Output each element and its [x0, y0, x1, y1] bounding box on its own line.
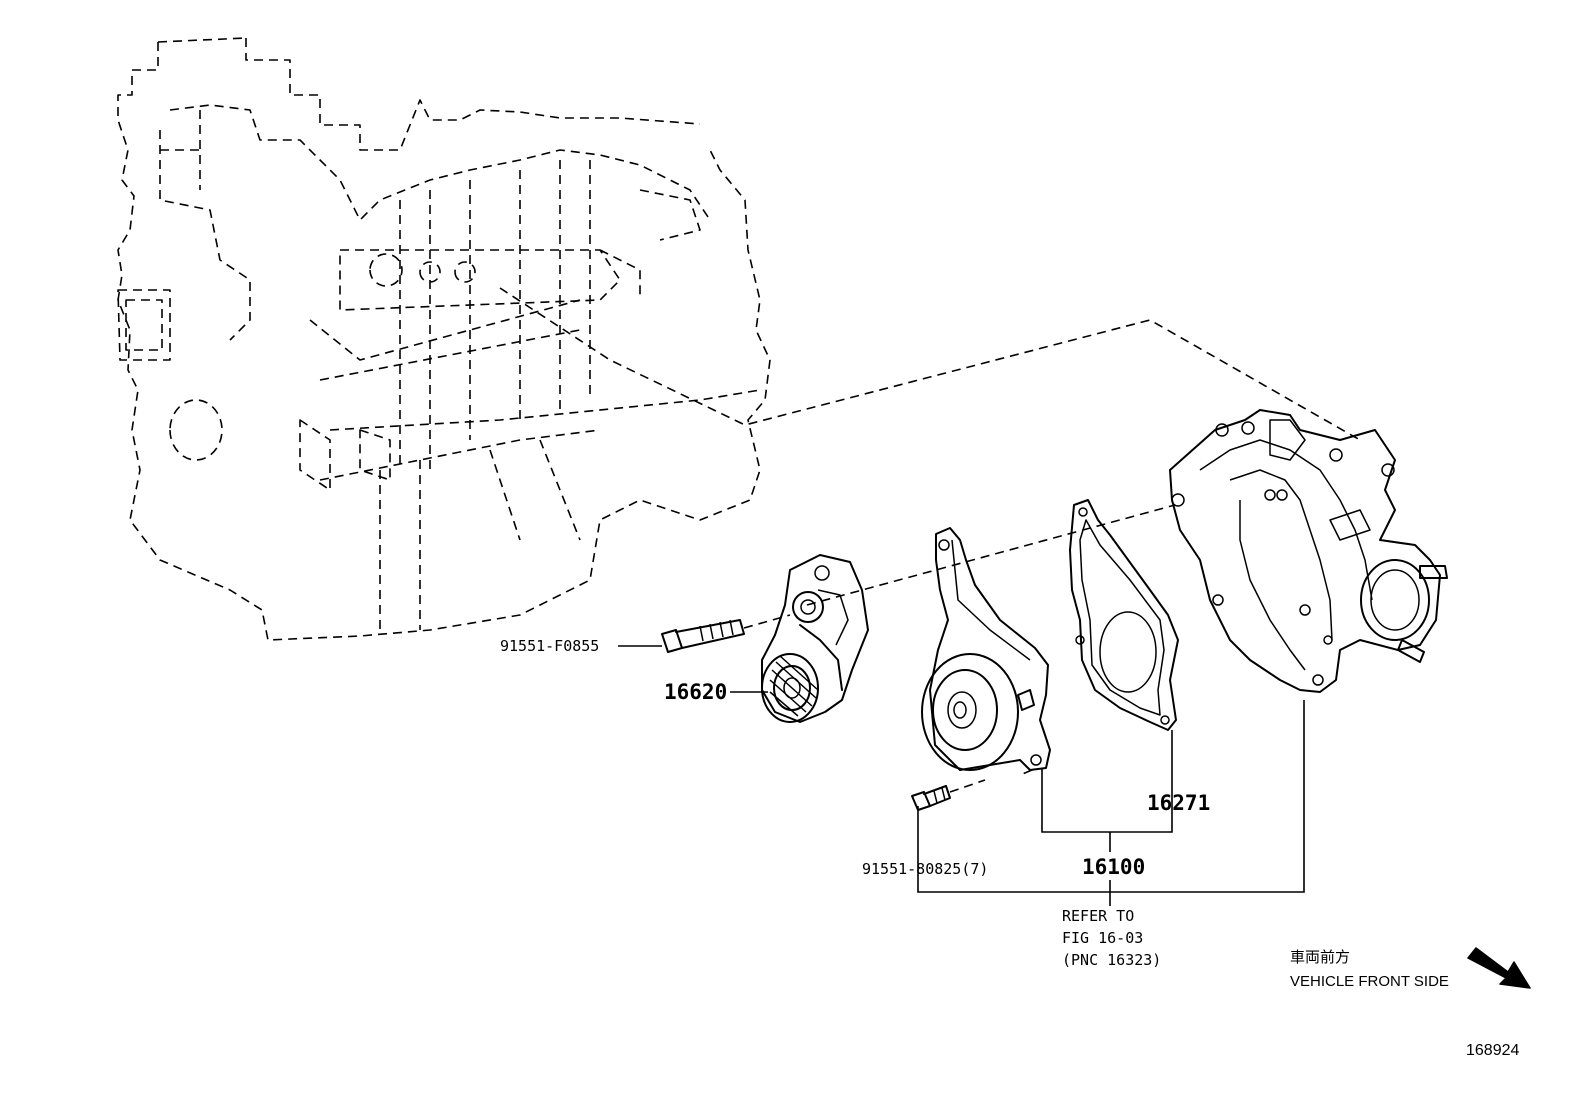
water-pump-gasket: [1069, 499, 1179, 731]
tensioner-bolt: [661, 614, 791, 653]
belt-tensioner: [761, 554, 869, 723]
vehicle-front-label-jp: 車両前方: [1290, 949, 1350, 966]
refer-note-line3: (PNC 16323): [1062, 951, 1161, 969]
assembly-reference-lines: [499, 287, 1361, 776]
water-pump-housing: [1169, 409, 1448, 693]
water-pump-pulley: [921, 527, 1051, 771]
refer-note-line1: REFER TO: [1062, 907, 1134, 925]
refer-note-line2: FIG 16-03: [1062, 929, 1143, 947]
figure-number: 168924: [1466, 1042, 1519, 1059]
engine-block-outline: [117, 37, 771, 641]
label-water-pump-assy: 16100: [1082, 855, 1145, 879]
label-gasket: 16271: [1147, 791, 1210, 815]
label-tensioner-bolt: 91551-F0855: [500, 637, 599, 655]
label-water-pump-bolt: 91551-80825(7): [862, 860, 988, 878]
vehicle-front-label-en: VEHICLE FRONT SIDE: [1290, 973, 1449, 990]
leader-lines: [618, 645, 1305, 906]
water-pump-bolt: [911, 779, 986, 811]
label-tensioner: 16620: [664, 680, 727, 704]
arrow-down-right-icon: [1467, 947, 1531, 989]
